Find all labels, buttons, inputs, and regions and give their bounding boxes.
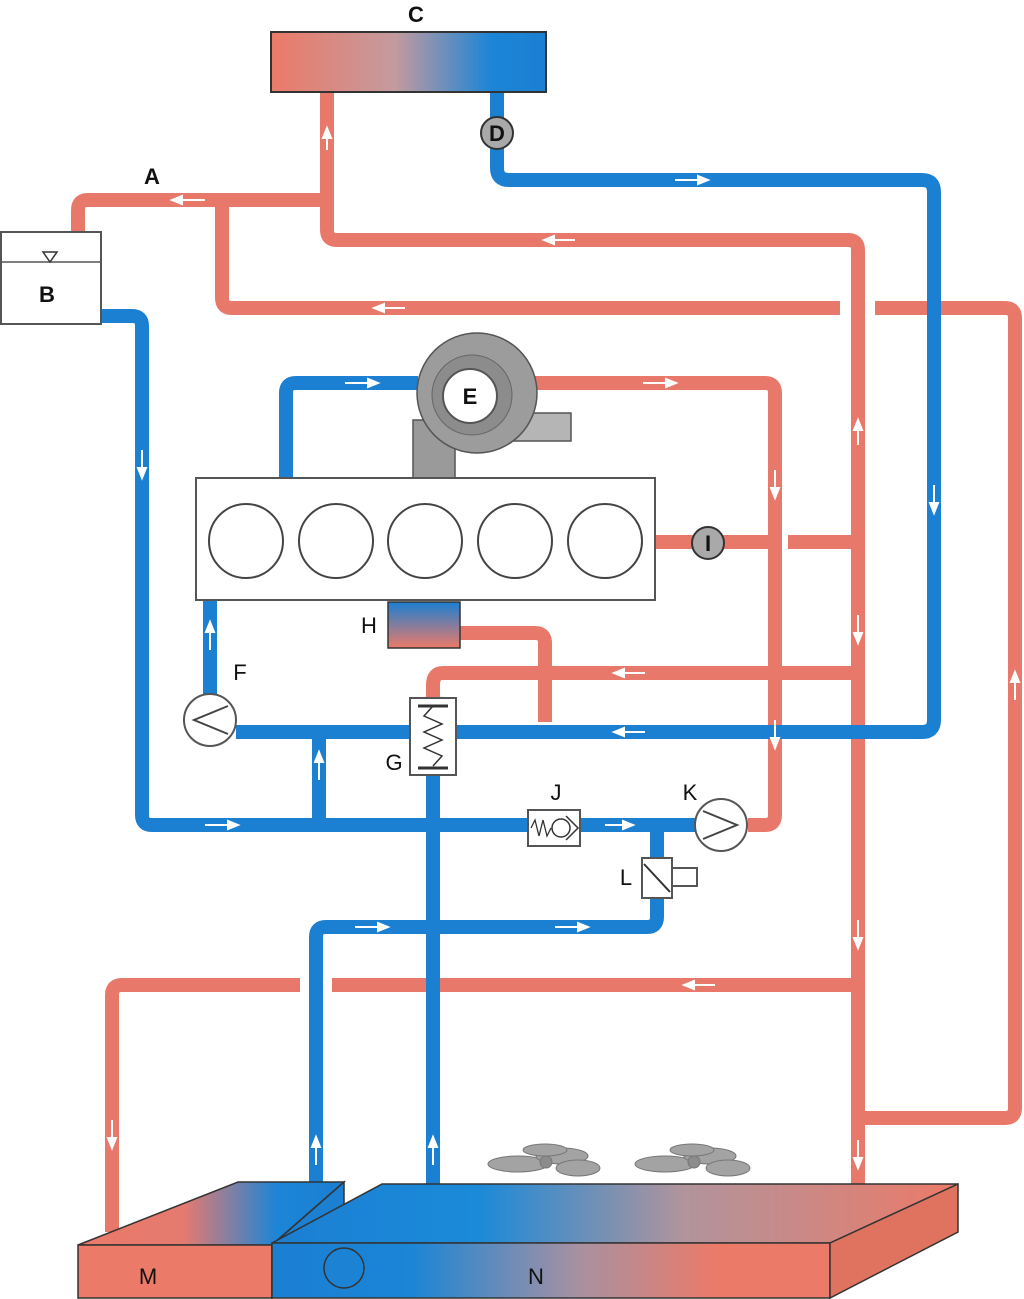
pipe-d-return: [490, 92, 941, 739]
label-j: J: [551, 780, 562, 805]
component-c: [270, 31, 547, 93]
radiator-n-side: [829, 1182, 959, 1299]
label-k: K: [683, 780, 698, 805]
pipe-b-outlet: [84, 309, 527, 832]
pipe-vent-branch-right: [862, 301, 1022, 1125]
component-i: [691, 526, 725, 560]
pipe-return-to-m-left: [105, 978, 300, 1232]
arrow-down: [852, 1140, 864, 1171]
pipe-vent-branch: [215, 200, 840, 315]
component-j-check-valve: [527, 809, 581, 847]
turbo-center: [442, 368, 498, 424]
label-f: F: [233, 660, 246, 685]
cylinder-4: [477, 503, 553, 579]
fan-left-icon: [487, 1143, 601, 1177]
thermostat-spring: [422, 705, 444, 767]
label-m: M: [139, 1264, 157, 1289]
label-h: H: [361, 613, 377, 638]
cylinder-2: [298, 503, 374, 579]
check-valve-ball: [551, 818, 571, 838]
cylinder-1: [208, 503, 284, 579]
arrow-left: [681, 979, 715, 991]
arrow-up: [204, 619, 216, 650]
pipe-l-to-m: [309, 898, 664, 1192]
arrow-down: [928, 485, 940, 516]
component-b-expansion-tank: [0, 231, 102, 325]
component-e-turbocharger: E: [412, 332, 572, 481]
arrow-down: [852, 920, 864, 951]
pump-f-symbol: [191, 705, 229, 735]
arrow-left: [611, 726, 645, 738]
arrow-left: [611, 667, 645, 679]
check-valve-seat: [565, 815, 580, 841]
cold-pipes: [84, 92, 941, 1192]
arrow-left: [169, 194, 205, 206]
arrow-up: [427, 1134, 439, 1165]
component-h-oil-cooler: [387, 601, 461, 649]
arrow-left: [541, 234, 575, 246]
arrow-right: [555, 921, 591, 933]
arrow-right: [205, 819, 241, 831]
arrow-down: [769, 470, 781, 501]
arrow-up: [310, 1134, 322, 1165]
component-l-valve: [641, 857, 698, 899]
valve-l-diagonal: [643, 863, 671, 893]
arrow-right: [345, 377, 381, 389]
radiator-m-front: [77, 1244, 273, 1299]
label-i: I: [705, 531, 711, 556]
pump-k-symbol: [702, 810, 740, 840]
arrow-up: [1009, 669, 1021, 700]
label-a: A: [144, 164, 160, 189]
pipe-turbo-outlet: [530, 376, 782, 832]
pipe-h-outlet: [460, 626, 552, 722]
arrow-right: [605, 819, 636, 831]
component-g-thermostat: [409, 697, 457, 776]
radiator-n-cap: [323, 1247, 365, 1289]
component-n-radiator: [271, 1182, 959, 1299]
arrow-right: [675, 174, 711, 186]
label-e: E: [463, 384, 478, 409]
arrow-up: [852, 417, 864, 445]
label-d: D: [489, 121, 505, 146]
pipe-c-to-n: [320, 200, 865, 1212]
pipe-engine-to-turbo: [279, 376, 418, 478]
tank-level-icon: [41, 251, 59, 264]
label-b: B: [39, 282, 55, 307]
hot-pipes: [71, 92, 1022, 1232]
arrow-down: [136, 450, 148, 481]
valve-l-actuator: [671, 867, 698, 887]
flow-arrows: [106, 125, 1021, 1171]
arrow-down: [106, 1120, 118, 1151]
cylinder-5: [567, 503, 643, 579]
arrow-left: [371, 302, 405, 314]
component-d: [480, 116, 514, 150]
arrow-down: [852, 615, 864, 646]
cylinder-3: [387, 503, 463, 579]
label-l: L: [620, 865, 632, 890]
label-c: C: [408, 2, 424, 27]
check-valve-spring: [530, 818, 552, 838]
label-n: N: [528, 1264, 544, 1289]
arrow-down: [769, 720, 781, 751]
arrow-right: [643, 377, 679, 389]
pipe-a-vent: [71, 92, 334, 232]
fan-right-icon: [634, 1143, 751, 1177]
arrow-up: [321, 125, 333, 150]
engine-block: [195, 477, 656, 601]
label-g: G: [385, 750, 402, 775]
pipe-g-inlet: [426, 666, 768, 698]
arrow-right: [355, 921, 391, 933]
arrow-up: [313, 749, 325, 780]
